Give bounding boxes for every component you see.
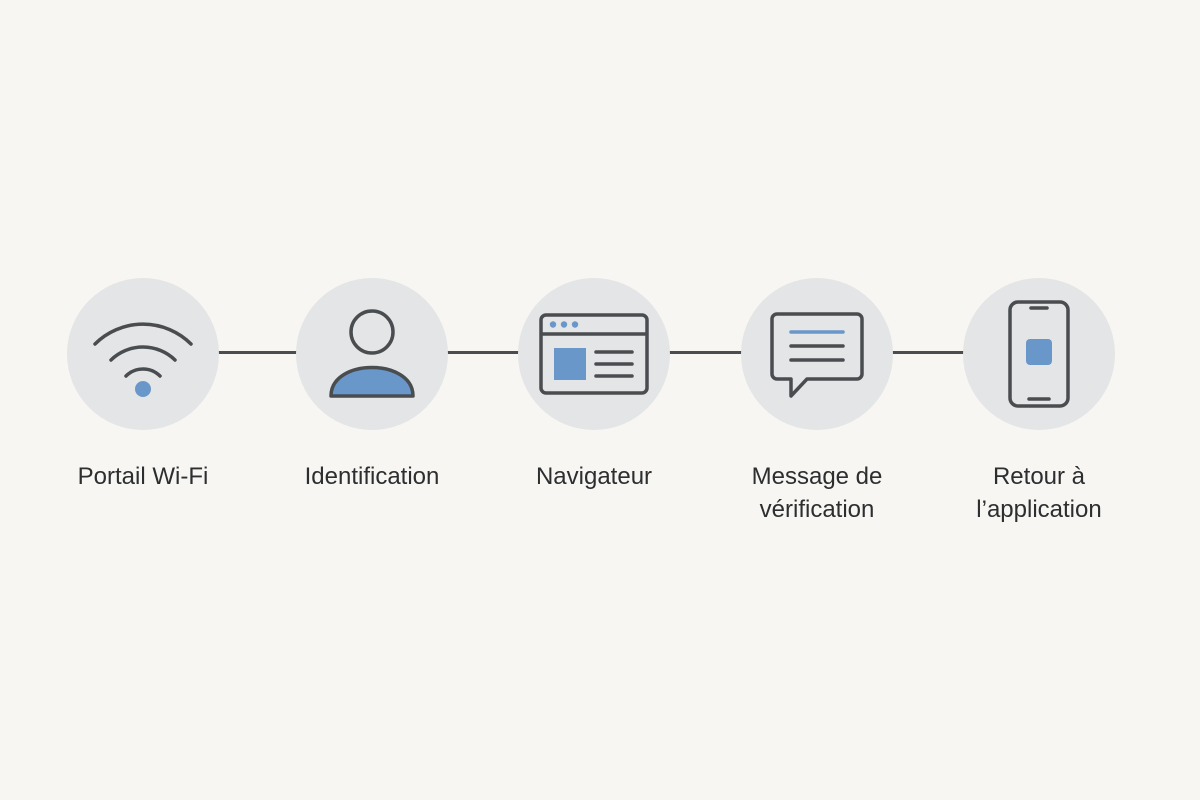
chat-bubble-icon: [770, 312, 864, 398]
step-label: Portail Wi-Fi: [77, 463, 209, 490]
step-circle: [296, 278, 448, 430]
step-label: Message de vérification: [751, 463, 883, 523]
step-circle: [67, 278, 219, 430]
step-identification: Identification: [262, 278, 482, 493]
step-wifi-portal: Portail Wi-Fi: [33, 278, 253, 493]
step-return-to-app: Retour à l’application: [929, 278, 1149, 526]
step-label: Navigateur: [535, 463, 653, 490]
step-label: Identification: [304, 463, 440, 490]
browser-window-icon: [539, 313, 649, 395]
smartphone-icon: [1008, 300, 1070, 408]
user-icon: [329, 309, 415, 398]
wifi-icon: [93, 322, 193, 397]
step-verification-message: Message de vérification: [707, 278, 927, 526]
connector-line-4: [892, 351, 966, 354]
connector-line-2: [446, 351, 520, 354]
step-circle: [963, 278, 1115, 430]
connector-line-1: [218, 351, 298, 354]
step-browser: Navigateur: [484, 278, 704, 493]
step-circle: [518, 278, 670, 430]
step-circle: [741, 278, 893, 430]
connector-line-3: [668, 351, 744, 354]
step-label: Retour à l’application: [976, 463, 1102, 523]
